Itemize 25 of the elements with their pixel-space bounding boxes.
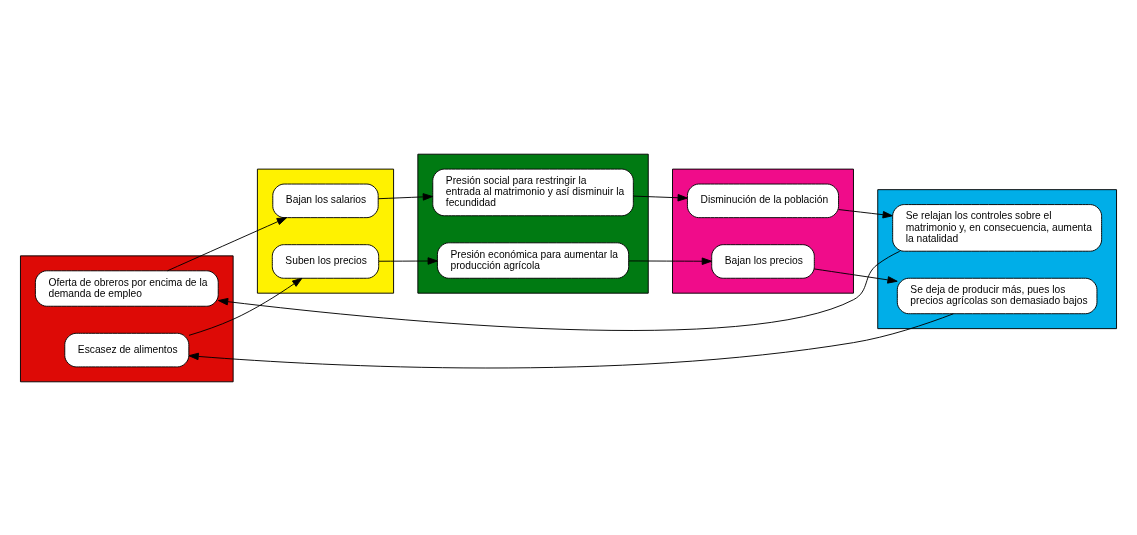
- cluster: [20, 254, 234, 382]
- node-box: Presión social para restringir la entrada al matrimonio y así disminuir la fecundidad: [432, 168, 634, 216]
- arrow: [188, 277, 303, 336]
- arrow: [813, 268, 898, 284]
- arrow: [217, 250, 901, 331]
- node-box: Bajan los precios: [711, 243, 815, 279]
- arrow: [838, 208, 893, 218]
- node-box: Se deja de producir más, pues los precios agrícolas son demasiado bajos: [896, 277, 1098, 314]
- arrow: [377, 192, 433, 201]
- node-box: Escasez de alimentos: [64, 332, 190, 367]
- cluster: [877, 188, 1117, 329]
- cluster: [672, 168, 854, 294]
- node-box: Presión económica para aumentar la producción agrícola: [436, 241, 630, 279]
- node-box: Oferta de obreros por encima de la demanda de empleo: [34, 269, 219, 307]
- arrow: [632, 193, 688, 201]
- arrow: [378, 256, 438, 265]
- arrow: [167, 216, 287, 271]
- cluster: [256, 168, 395, 294]
- node-box: Disminución de la población: [686, 183, 840, 218]
- arrow: [188, 312, 954, 368]
- node-box: Se relajan los controles sobre el matrimonio y, en consecuencia, aumenta la natalidad: [892, 203, 1103, 252]
- cluster: [417, 153, 649, 294]
- arrow: [628, 257, 712, 265]
- node-box: Suben los precios: [271, 243, 380, 279]
- node-box: Bajan los salarios: [272, 183, 379, 218]
